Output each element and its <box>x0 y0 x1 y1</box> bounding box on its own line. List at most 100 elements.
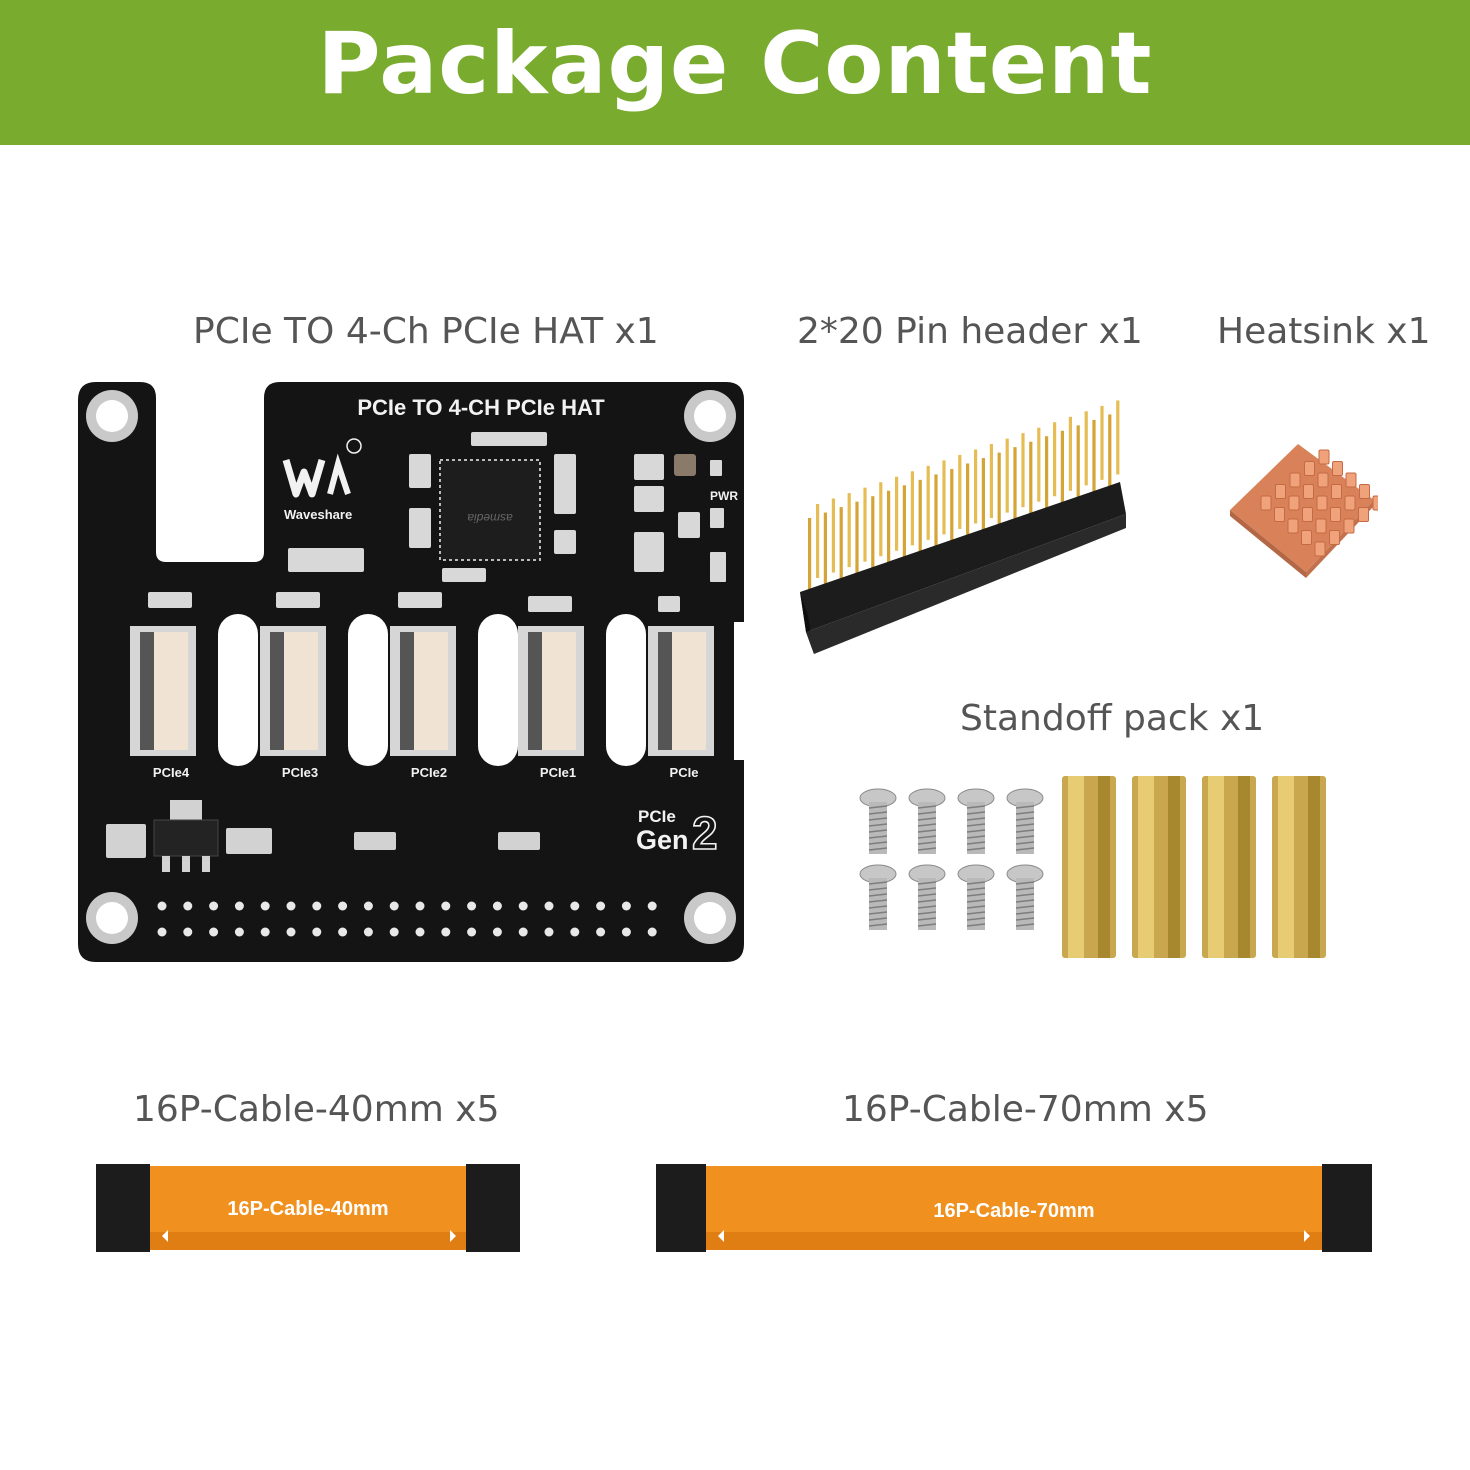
header-pin <box>934 474 938 549</box>
gpio-hole <box>209 901 219 911</box>
header-pin <box>847 493 851 568</box>
heatsink-fin <box>1317 472 1329 488</box>
header-pin <box>879 482 883 557</box>
port-label-pcie3: PCIe3 <box>282 765 318 780</box>
gpio-header-holes <box>157 901 657 937</box>
gpio-hole <box>286 927 296 937</box>
heatsink-fin <box>1332 461 1343 476</box>
item-label-pin-header: 2*20 Pin header x1 <box>797 311 1143 352</box>
cable-70mm-right-stiffener <box>1322 1164 1372 1252</box>
screw-thread <box>869 878 887 930</box>
cable-70mm-image: 16P-Cable-70mm <box>656 1164 1372 1252</box>
header-pin <box>958 454 962 529</box>
gpio-hole <box>467 927 477 937</box>
mounting-holes <box>86 390 736 944</box>
screw-thread <box>869 802 887 854</box>
port-label-pcie2: PCIe2 <box>411 765 447 780</box>
port-label-pcie1: PCIe1 <box>540 765 576 780</box>
cable-40mm-left-stiffener <box>96 1164 150 1252</box>
gpio-hole <box>157 927 167 937</box>
header-pin <box>950 468 954 543</box>
smd-components <box>148 432 726 612</box>
gpio-hole <box>363 927 373 937</box>
screw-thread <box>967 878 985 930</box>
standoff-pack-image <box>859 776 1326 958</box>
gpio-hole <box>518 927 528 937</box>
gpio-hole <box>570 901 580 911</box>
screw-thread <box>1016 802 1034 854</box>
cable-70mm-left-stiffener <box>656 1164 706 1252</box>
header-pin <box>1092 419 1096 494</box>
gpio-hole <box>544 927 554 937</box>
gpio-hole <box>596 901 606 911</box>
gpio-hole <box>570 927 580 937</box>
header-pin <box>910 471 914 546</box>
gpio-hole <box>441 927 451 937</box>
heatsink-fin <box>1343 518 1355 534</box>
item-label-heatsink: Heatsink x1 <box>1217 311 1431 352</box>
header-pin <box>1045 436 1049 511</box>
heatsink-fin <box>1301 530 1312 545</box>
gpio-hole <box>441 901 451 911</box>
chip-marking: asmedia <box>467 511 513 525</box>
heatsink-image <box>1230 444 1378 578</box>
board-slots <box>218 614 646 766</box>
header-pin <box>1021 433 1025 508</box>
header-pin <box>839 507 843 582</box>
header-pin <box>895 476 899 551</box>
header-pin <box>1100 405 1104 480</box>
gpio-hole <box>260 927 270 937</box>
controller-chip <box>439 459 541 561</box>
header-pin <box>1068 416 1072 491</box>
port-label-pcie: PCIe <box>670 765 699 780</box>
header-pin <box>831 498 835 573</box>
heatsink-fin <box>1316 495 1328 511</box>
voltage-regulator <box>153 819 219 857</box>
gpio-hole <box>183 901 193 911</box>
header-pin <box>823 512 827 587</box>
gpio-hole <box>260 901 270 911</box>
item-label-cable-40: 16P-Cable-40mm x5 <box>133 1089 500 1130</box>
gen-mark-number: 2 <box>692 807 718 859</box>
heatsink-fin <box>1315 518 1327 534</box>
header-banner: Package Content <box>0 0 1470 145</box>
waveshare-logo <box>282 438 362 498</box>
pin-header-body <box>800 482 1126 632</box>
header-pin <box>966 463 970 538</box>
heatsink-fin <box>1275 484 1286 499</box>
heatsink-fin <box>1344 495 1356 511</box>
item-label-hat: PCIe TO 4-Ch PCIe HAT x1 <box>193 311 659 352</box>
header-pin <box>887 490 891 565</box>
gpio-hole <box>183 927 193 937</box>
regulator-tab <box>170 800 202 822</box>
gpio-hole <box>518 901 528 911</box>
screw-thread <box>918 878 936 930</box>
header-pin <box>1053 422 1057 497</box>
header-pin <box>1076 425 1080 500</box>
heatsink-fin <box>1331 484 1342 499</box>
gpio-hole <box>312 901 322 911</box>
header-pin <box>816 504 820 578</box>
gpio-hole <box>234 927 244 937</box>
header-pin <box>974 449 978 524</box>
heatsink-fin <box>1314 541 1326 557</box>
port-label-pcie4: PCIe4 <box>153 765 190 780</box>
heatsink-fin <box>1287 518 1299 534</box>
gpio-hole <box>338 927 348 937</box>
gpio-hole <box>596 927 606 937</box>
gpio-hole <box>389 927 399 937</box>
header-pin <box>1060 430 1064 505</box>
heatsink-fin <box>1329 530 1340 545</box>
gpio-hole <box>415 901 425 911</box>
header-pin <box>863 487 867 562</box>
brass-standoffs <box>1062 776 1326 958</box>
heatsink-fin <box>1303 484 1314 499</box>
header-pin <box>1037 427 1041 502</box>
gpio-hole <box>467 901 477 911</box>
header-pin <box>855 501 859 576</box>
pin-header-image <box>800 400 1126 654</box>
gpio-hole <box>647 927 657 937</box>
item-label-cable-70: 16P-Cable-70mm x5 <box>842 1089 1209 1130</box>
heatsink-fin <box>1359 484 1370 499</box>
header-pin <box>981 458 985 533</box>
